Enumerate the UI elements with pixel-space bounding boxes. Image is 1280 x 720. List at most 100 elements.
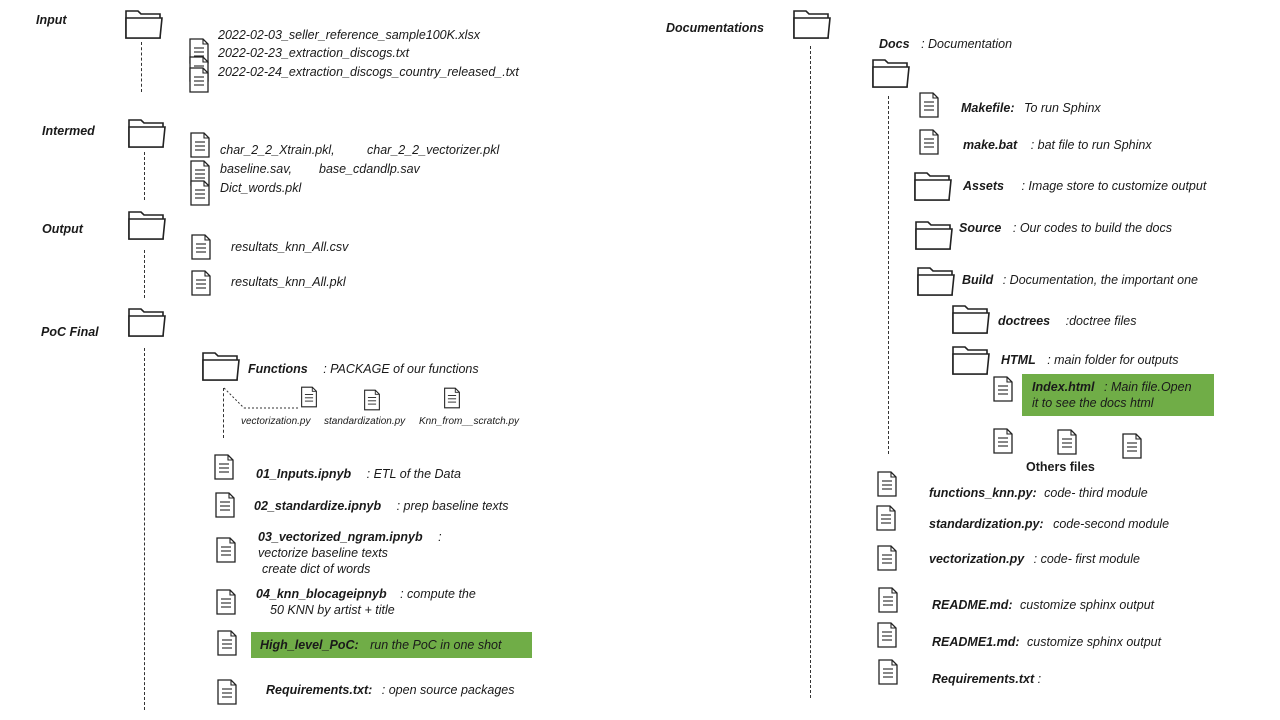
module-2-name[interactable]: standardization.py: (929, 517, 1044, 531)
functions-file-1[interactable]: vectorization.py (241, 416, 311, 427)
module-6-name[interactable]: Requirements.txt (932, 672, 1035, 686)
python-file-icon[interactable] (876, 545, 898, 576)
build-item-2-desc: : main folder for outputs (1047, 353, 1179, 367)
docs-item-1-desc: To run Sphinx (1023, 101, 1101, 115)
output-file-2[interactable]: resultats_knn_All.pkl (231, 275, 346, 289)
requirements-file-icon[interactable] (877, 659, 899, 690)
module-row-6: Requirements.txt : (932, 672, 1041, 687)
source-folder-icon[interactable] (914, 217, 954, 258)
module-3-name[interactable]: vectorization.py (929, 552, 1025, 566)
docs-item-5-name[interactable]: Build (962, 273, 994, 287)
functions-name[interactable]: Functions (248, 362, 308, 376)
poc-folder-icon[interactable] (127, 304, 167, 345)
intermed-file-3[interactable]: baseline.sav, (220, 162, 293, 176)
doctrees-folder-icon[interactable] (951, 301, 991, 342)
module-4-name[interactable]: README.md: (932, 598, 1013, 612)
intermed-file-2[interactable]: char_2_2_vectorizer.pkl (367, 143, 500, 157)
file-icon[interactable] (190, 234, 212, 265)
functions-file-2[interactable]: standardization.py (324, 416, 406, 427)
readme-file-icon[interactable] (876, 622, 898, 653)
input-file-3[interactable]: 2022-02-24_extraction_discogs_country_re… (218, 65, 519, 79)
poc-item-5-name[interactable]: High_level_PoC: (260, 638, 359, 652)
docs-item-3-desc: : Image store to customize output (1021, 179, 1207, 193)
functions-file-3[interactable]: Knn_from__scratch.py (419, 416, 520, 427)
small-file-icon[interactable] (443, 387, 461, 414)
small-file-icon[interactable] (363, 389, 381, 416)
poc-item-6-desc: : open source packages (381, 683, 515, 697)
poc-item-4-desc: : compute the (400, 587, 476, 601)
module-1-name[interactable]: functions_knn.py: (929, 486, 1037, 500)
build-item-1-desc: :doctree files (1065, 314, 1137, 328)
intermed-file-5[interactable]: Dict_words.pkl (220, 181, 302, 195)
output-folder-icon[interactable] (127, 207, 167, 248)
functions-folder-icon[interactable] (201, 348, 241, 389)
output-file-1[interactable]: resultats_knn_All.csv (231, 240, 349, 254)
module-5-desc: customize sphinx output (1027, 635, 1162, 649)
makefile-file-icon[interactable] (918, 92, 940, 123)
input-file-2[interactable]: 2022-02-23_extraction_discogs.txt (218, 46, 410, 60)
intermed-section-label: Intermed (42, 124, 95, 138)
poc-item-1: 01_Inputs.ipnyb : ETL of the Data (256, 467, 461, 482)
python-file-icon[interactable] (876, 471, 898, 502)
notebook-file-icon[interactable] (216, 679, 238, 710)
intermed-file-4[interactable]: base_cdandlp.sav (319, 162, 420, 176)
index-row: Index.html : Main file.Open (1032, 380, 1192, 395)
notebook-file-icon[interactable] (216, 630, 238, 661)
documentations-folder-icon[interactable] (792, 6, 832, 47)
poc-item-4-name[interactable]: 04_knn_blocageipnyb (256, 587, 387, 601)
file-icon[interactable] (189, 180, 211, 211)
functions-row: Functions : PACKAGE of our functions (248, 362, 479, 377)
readme-file-icon[interactable] (877, 587, 899, 618)
module-1-desc: code- third module (1044, 486, 1148, 500)
docs-name[interactable]: Docs (879, 37, 910, 51)
file-icon[interactable] (189, 132, 211, 163)
functions-connector-line (223, 388, 224, 438)
notebook-file-icon[interactable] (213, 454, 235, 485)
docs-folder-icon[interactable] (871, 55, 911, 96)
poc-item-2-name[interactable]: 02_standardize.ipnyb (254, 499, 382, 513)
notebook-file-icon[interactable] (215, 589, 237, 620)
intermed-file-1[interactable]: char_2_2_Xtrain.pkl, (220, 143, 335, 157)
makebat-file-icon[interactable] (918, 129, 940, 160)
docs-item-assets: Assets : Image store to customize output (963, 179, 1206, 194)
intermed-folder-icon[interactable] (127, 115, 167, 156)
input-file-1[interactable]: 2022-02-03_seller_reference_sample100K.x… (218, 28, 480, 42)
small-file-icon[interactable] (300, 386, 318, 413)
poc-item-3-name[interactable]: 03_vectorized_ngram.ipnyb (258, 530, 423, 544)
other-file-icon[interactable] (1056, 429, 1078, 460)
html-folder-icon[interactable] (951, 342, 991, 383)
poc-section-label: PoC Final (41, 325, 99, 339)
docs-item-makefile: Makefile: To run Sphinx (961, 101, 1101, 116)
other-file-icon[interactable] (1121, 433, 1143, 464)
notebook-file-icon[interactable] (215, 537, 237, 568)
module-5-name[interactable]: README1.md: (932, 635, 1020, 649)
index-name[interactable]: Index.html (1032, 380, 1095, 394)
docs-row: Docs : Documentation (879, 37, 1012, 52)
docs-item-4-name[interactable]: Source (959, 221, 1002, 235)
python-file-icon[interactable] (875, 505, 897, 536)
docs-item-source: Source : Our codes to build the docs (959, 221, 1172, 236)
poc-item-6-name[interactable]: Requirements.txt: (266, 683, 373, 697)
docs-item-1-name[interactable]: Makefile: (961, 101, 1015, 115)
input-folder-icon[interactable] (124, 6, 164, 47)
file-icon[interactable] (190, 270, 212, 301)
docs-item-2-name[interactable]: make.bat (963, 138, 1018, 152)
file-icon[interactable] (188, 67, 210, 98)
module-row-2: standardization.py: code-second module (929, 517, 1169, 532)
build-item-1-name[interactable]: doctrees (998, 314, 1051, 328)
index-file-icon[interactable] (992, 376, 1014, 407)
poc-item-3-line2: vectorize baseline texts (258, 546, 388, 560)
notebook-file-icon[interactable] (214, 492, 236, 523)
docs-item-3-name[interactable]: Assets (963, 179, 1004, 193)
build-item-2-name[interactable]: HTML (1001, 353, 1036, 367)
input-connector-line (141, 42, 142, 92)
output-section-label: Output (42, 222, 83, 236)
other-file-icon[interactable] (992, 428, 1014, 459)
input-section-label: Input (36, 13, 67, 27)
assets-folder-icon[interactable] (913, 168, 953, 209)
docs-item-4-desc: : Our codes to build the docs (1012, 221, 1172, 235)
poc-item-1-name[interactable]: 01_Inputs.ipnyb (256, 467, 352, 481)
poc-item-6: Requirements.txt: : open source packages (266, 683, 515, 698)
build-folder-icon[interactable] (916, 263, 956, 304)
